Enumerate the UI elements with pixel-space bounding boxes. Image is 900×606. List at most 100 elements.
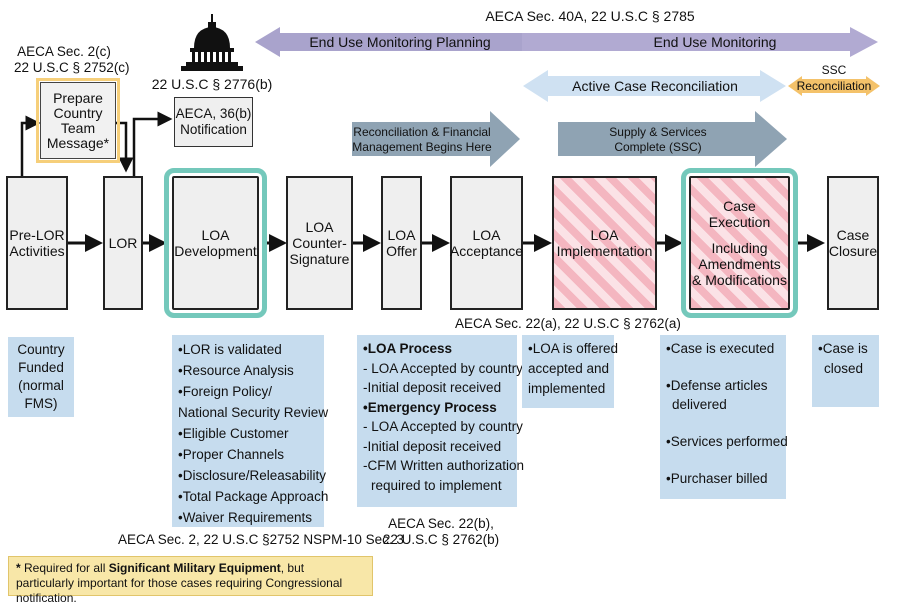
stage-label: LOA xyxy=(472,227,501,243)
stage-label: Offer xyxy=(386,243,417,259)
footnote-text-2: , but particularly important for those c… xyxy=(16,561,343,605)
note-line: •Defense articles xyxy=(666,378,768,393)
upper-connectors xyxy=(20,111,173,176)
aeca-2c-citation: AECA Sec. 2(c) 22 U.S.C § 2752(c) xyxy=(14,44,130,76)
note-line: Funded xyxy=(18,360,64,375)
capitol-building-icon xyxy=(181,14,243,71)
note-line: •Case is executed xyxy=(666,341,775,356)
note-line: closed xyxy=(824,361,864,376)
stage-label: LOA xyxy=(387,227,416,243)
note-line: -Initial deposit received xyxy=(363,438,502,454)
note-line: implemented xyxy=(528,381,606,396)
note-line: •Total Package Approach xyxy=(178,489,329,504)
note-line: •LOA is offered xyxy=(528,341,619,356)
end-use-planning-arrow-shape xyxy=(255,27,522,57)
stage-label: Case xyxy=(836,227,870,243)
note-loa-development: •LOR is validated •Resource Analysis •Fo… xyxy=(172,335,329,527)
aeca-40a-citation: AECA Sec. 40A, 22 U.S.C § 2785 xyxy=(485,8,695,24)
ssc-reconciliation-arrow: SSC Reconciliation xyxy=(788,63,880,96)
note-line: (normal xyxy=(18,378,64,393)
stage-label: & Modifications xyxy=(692,272,787,288)
note-heading: •Emergency Process xyxy=(363,399,497,415)
notification-line-2: Notification xyxy=(180,122,247,137)
note-line: •LOR is validated xyxy=(178,342,282,357)
note-line: -Initial deposit received xyxy=(363,380,502,395)
aeca-2c-line2: 22 U.S.C § 2752(c) xyxy=(14,60,130,75)
note-line: •Disclosure/Releasability xyxy=(178,468,327,483)
supply-label-line1: Supply & Services xyxy=(609,125,706,139)
stage-label: Case xyxy=(723,198,756,214)
note-line: •Waiver Requirements xyxy=(178,510,313,525)
note-country-funded: Country Funded (normal FMS) xyxy=(8,337,74,417)
footnote-star: * xyxy=(16,561,21,575)
aeca-22b-line2: 22 U.S.C § 2762(b) xyxy=(382,532,500,547)
stage-label: Pre-LOR xyxy=(9,227,65,243)
note-line: •Resource Analysis xyxy=(178,363,294,378)
active-case-reconciliation-shape xyxy=(523,70,786,102)
note-line: required to implement xyxy=(371,477,502,493)
note-line: •Eligible Customer xyxy=(178,426,289,441)
end-use-monitoring-arrow-shape xyxy=(522,27,878,57)
supply-services-arrow: Supply & Services Complete (SSC) xyxy=(558,111,787,167)
footnote-text-1: Required for all xyxy=(20,561,109,575)
stage-label: LOA xyxy=(201,227,230,243)
stage-label: Acceptance xyxy=(449,243,524,259)
footnote-bold-text: Significant Military Equipment xyxy=(108,561,281,575)
stage-loa-acceptance[interactable]: LOA Acceptance xyxy=(450,176,523,310)
prepare-country-team-message-box: Prepare Country Team Message* xyxy=(36,78,120,163)
supply-label-line2: Complete (SSC) xyxy=(614,140,701,154)
aeca-22b-line1: AECA Sec. 22(b), xyxy=(388,516,494,531)
note-line: •Proper Channels xyxy=(178,447,285,462)
stage-case-closure[interactable]: Case Closure xyxy=(827,176,879,310)
stage-label: Implementation xyxy=(556,243,653,259)
note-line: Country xyxy=(17,342,65,357)
end-use-monitoring-label: End Use Monitoring xyxy=(654,34,777,50)
note-loa-implementation: •LOA is offered accepted and implemented xyxy=(522,335,619,408)
stage-loa-offer[interactable]: LOA Offer xyxy=(381,176,422,310)
note-line: -CFM Written authorization xyxy=(363,458,525,473)
stage-label: Including xyxy=(711,240,768,256)
note-loa-process: •LOA Process - LOA Accepted by country -… xyxy=(357,335,525,507)
stage-pre-lor-activities[interactable]: Pre-LOR Activities xyxy=(6,176,68,310)
note-case-execution: •Case is executed •Defense articles deli… xyxy=(660,335,788,499)
stage-label: Development xyxy=(174,243,257,259)
stage-label: Activities xyxy=(9,243,65,259)
end-use-monitoring-arrow: End Use Monitoring Planning End Use Moni… xyxy=(255,27,878,57)
ssc-label-line1: SSC xyxy=(822,63,847,77)
stage-label: Counter- xyxy=(292,235,347,251)
prepare-line-1: Prepare xyxy=(53,89,103,106)
usc-2776b-citation: 22 U.S.C § 2776(b) xyxy=(152,76,273,92)
aeca-2c-line1: AECA Sec. 2(c) xyxy=(17,44,111,59)
aeca-22a-citation: AECA Sec. 22(a), 22 U.S.C § 2762(a) xyxy=(455,316,681,331)
ssc-reconciliation-shape xyxy=(788,76,880,96)
note-line: National Security Review xyxy=(178,405,329,420)
stage-case-execution[interactable]: Case Execution Including Amendments & Mo… xyxy=(681,168,798,318)
ssc-label-line2: Reconciliation xyxy=(797,79,872,93)
active-case-reconciliation-label: Active Case Reconciliation xyxy=(572,78,738,94)
stage-label: LOA xyxy=(305,219,334,235)
stage-label: Signature xyxy=(289,251,350,267)
note-line: - LOA Accepted by country xyxy=(363,419,523,434)
prepare-line-4: Message* xyxy=(46,134,110,151)
note-line: delivered xyxy=(672,397,727,412)
reconciliation-begins-arrow: Reconciliation & Financial Management Be… xyxy=(352,111,520,167)
stage-lor[interactable]: LOR xyxy=(103,176,143,310)
stage-loa-development[interactable]: LOA Development xyxy=(164,168,267,318)
end-use-planning-label: End Use Monitoring Planning xyxy=(309,34,490,50)
stage-loa-counter-signature[interactable]: LOA Counter- Signature xyxy=(286,176,353,310)
aeca-2-nspm-citation: AECA Sec. 2, 22 U.S.C §2752 NSPM-10 Sec.… xyxy=(118,532,404,547)
stage-label: LOA xyxy=(590,227,619,243)
stage-loa-implementation[interactable]: LOA Implementation xyxy=(552,176,657,310)
note-line: •Purchaser billed xyxy=(666,471,768,486)
reconciliation-label-line1: Reconciliation & Financial xyxy=(353,125,490,139)
reconciliation-label-line2: Management Begins Here xyxy=(352,140,492,154)
active-case-reconciliation-arrow: Active Case Reconciliation xyxy=(523,70,786,102)
supply-services-shape xyxy=(558,111,787,167)
stage-label: LOR xyxy=(108,235,138,251)
note-line: accepted and xyxy=(528,361,610,376)
stage-label: Closure xyxy=(828,243,878,259)
stage-label: Execution xyxy=(708,214,771,230)
stage-label: Amendments xyxy=(698,256,781,272)
note-line: FMS) xyxy=(24,396,58,411)
